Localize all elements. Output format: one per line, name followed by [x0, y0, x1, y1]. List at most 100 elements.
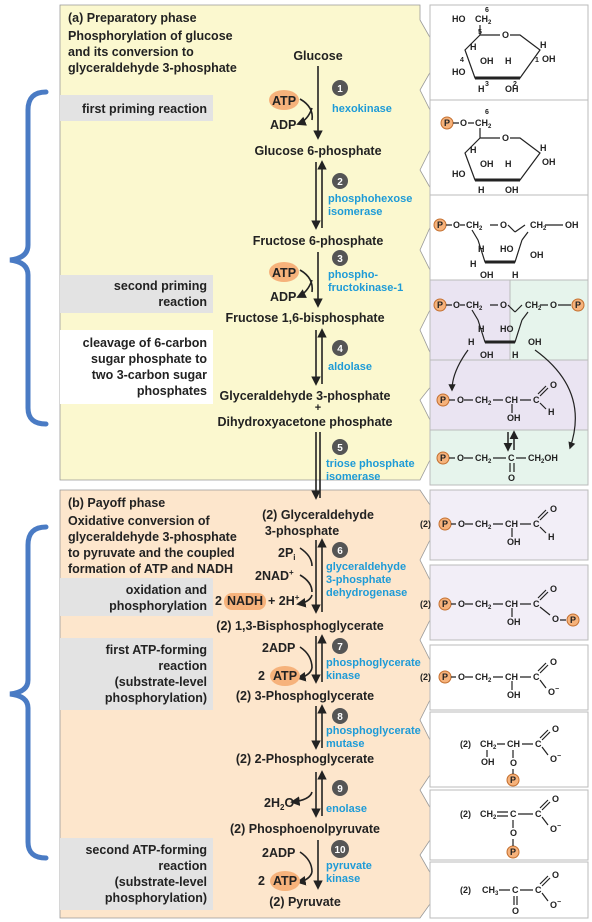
enzyme-label: 3-phosphate: [326, 574, 391, 586]
nadh-prefix: 2: [215, 594, 222, 608]
enzyme-label: hexokinase: [332, 103, 392, 115]
payoff-brace: [9, 524, 49, 861]
bpg-structure: (2) P O CH2 CH C O O P OH: [420, 584, 580, 627]
side-label-line: first priming reaction: [82, 102, 207, 116]
glucose-structure: HO CH2 6 O H OH HO OH H H OH 5 4 3 2 1 H: [452, 7, 556, 94]
step-number-circle: [332, 638, 348, 654]
chem-ch2-oh: CH2OH: [528, 453, 558, 465]
atp-label: ATP: [272, 266, 296, 280]
two-prefix: 2: [258, 874, 265, 888]
nadh-label: NADH: [227, 594, 263, 608]
atp-badge: [269, 90, 299, 110]
payoff-subtitle-line: formation of ATP and NADH: [68, 562, 233, 576]
side-label-line: reaction: [158, 659, 207, 673]
metabolite-gap-2: (2) Glyceraldehyde: [262, 508, 374, 522]
chem-oh: OH: [481, 757, 495, 767]
nad-label: 2NAD+: [255, 568, 294, 583]
step-number: 3: [337, 254, 343, 265]
step-number: 2: [337, 177, 343, 188]
ring-number: 5: [478, 29, 482, 36]
enzyme-label: phosphohexose: [328, 193, 412, 205]
chem-ho: HO: [452, 14, 466, 24]
chem-h: H: [512, 350, 519, 360]
chem-ch2: CH2: [475, 599, 492, 611]
chem-h: H: [505, 159, 512, 169]
f6p-structure: P O CH2 O CH2 OH H HO H OH OH H: [433, 218, 579, 280]
side-label-box: [60, 275, 213, 313]
enzyme-label: kinase: [326, 670, 360, 682]
2pg-structure: (2) CH2 CH C O O− OH O P: [460, 724, 561, 787]
atp-label: ATP: [272, 94, 296, 108]
side-label-line: (substrate-level: [115, 875, 207, 889]
side-label-line: first ATP-forming: [106, 643, 207, 657]
chem-c: C: [533, 672, 540, 682]
chem-count: (2): [420, 672, 431, 682]
chem-ch2: CH2: [480, 809, 497, 821]
metabolite-labels: Glucose Glucose 6-phosphate Fructose 6-p…: [216, 49, 392, 909]
chem-count: (2): [460, 885, 471, 895]
phosphate-p: P: [510, 775, 516, 785]
chem-ch: CH: [505, 672, 518, 682]
step-number-circle: [332, 708, 348, 724]
payoff-subtitle-line: to pyruvate and the coupled: [68, 546, 235, 560]
metabolite-f16bp: Fructose 1,6-bisphosphate: [225, 311, 384, 325]
ring-number: 3: [485, 81, 489, 88]
chem-o: O: [550, 300, 557, 310]
step-1: 1 hexokinase: [332, 80, 392, 115]
chem-c: C: [533, 599, 540, 609]
chem-ch3: CH3: [482, 885, 499, 897]
chem-h: H: [470, 42, 477, 52]
f16bp-green-box: [509, 279, 589, 361]
chem-h: H: [470, 145, 477, 155]
payoff-subtitle-line: glyceraldehyde 3-phosphate: [68, 530, 237, 544]
step-number-circle: [332, 173, 348, 189]
chem-o: O: [510, 828, 517, 838]
pi-label: 2Pi: [278, 546, 296, 562]
side-label-line: second priming: [114, 279, 207, 293]
chem-count: (2): [420, 599, 431, 609]
chem-o: O: [500, 300, 507, 310]
chem-o: O: [552, 724, 559, 734]
phosphate-p: P: [440, 453, 446, 463]
metabolite-3pg: (2) 3-Phosphoglycerate: [236, 689, 374, 703]
side-label-box: [60, 838, 213, 910]
chem-c: C: [535, 739, 542, 749]
chem-h: H: [548, 407, 555, 417]
adp-label: ADP: [270, 290, 296, 304]
chem-count: (2): [460, 739, 471, 749]
side-label-line: (substrate-level: [115, 675, 207, 689]
step-9: 9 enolase: [326, 780, 367, 815]
chem-ho: HO: [452, 67, 466, 77]
side-label-line: phosphorylation): [105, 691, 207, 705]
chem-oh: OH: [542, 54, 556, 64]
chem-ho: HO: [500, 244, 514, 254]
side-label-box: [60, 330, 213, 404]
step-number: 5: [337, 443, 343, 454]
step-number: 6: [337, 546, 343, 557]
chem-o: O: [550, 380, 557, 390]
step-number: 1: [337, 84, 343, 95]
enzyme-label: kinase: [326, 873, 360, 885]
preparatory-subtitle-line: glyceraldehyde 3-phosphate: [68, 61, 237, 75]
step-number: 9: [337, 784, 343, 795]
step-number-circle: [332, 439, 348, 455]
metabolite-2pg: (2) 2-Phosphoglycerate: [236, 752, 374, 766]
chem-o: O: [550, 504, 557, 514]
preparatory-subtitle-line: and its conversion to: [68, 45, 194, 59]
chem-h: H: [512, 270, 519, 280]
chem-o: O: [457, 395, 464, 405]
side-label-line: two 3-carbon sugar: [92, 368, 207, 382]
chem-ch: CH: [505, 599, 518, 609]
chem-o: O: [512, 906, 519, 916]
g6p-structure: P O CH2 6 O H OH HO OH H H OH H: [440, 109, 556, 195]
chem-o: O: [550, 657, 557, 667]
step-5: 5 triose phosphate isomerase: [326, 439, 415, 483]
step-number: 8: [337, 712, 343, 723]
enzyme-label: phosphoglycerate: [326, 725, 421, 737]
phosphate-circle: [566, 613, 580, 627]
chem-oh: OH: [565, 220, 579, 230]
step-6: 6 glyceraldehyde 3-phosphate dehydrogena…: [326, 542, 407, 599]
payoff-header: (b) Payoff phase Oxidative conversion of…: [68, 496, 237, 576]
chem-h: H: [470, 259, 477, 269]
chem-oh: OH: [507, 617, 521, 627]
